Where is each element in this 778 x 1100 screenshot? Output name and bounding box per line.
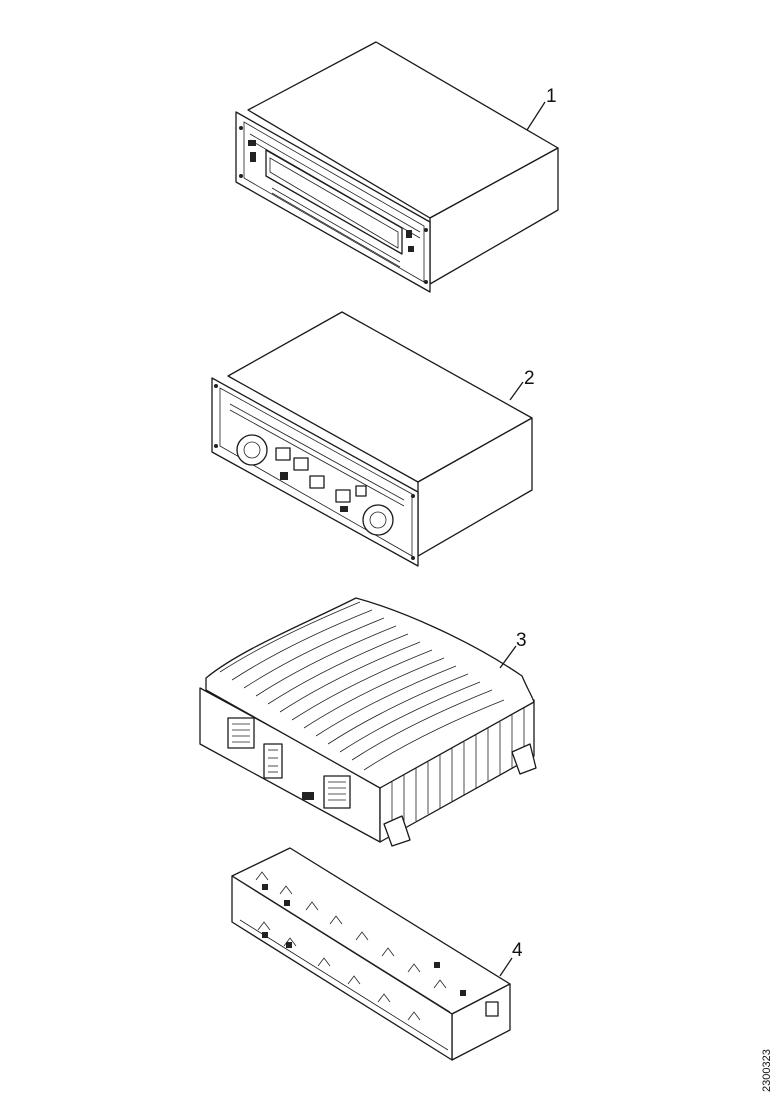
callout-1: 1	[546, 86, 557, 107]
part-4-bracket	[231, 847, 513, 1061]
part-2-control-panel	[211, 311, 533, 567]
callout-4: 4	[512, 940, 523, 961]
callout-2: 2	[524, 368, 535, 389]
part-3-amplifier	[199, 597, 537, 847]
document-id: 2300323	[761, 1049, 773, 1092]
callout-3: 3	[516, 630, 527, 651]
part-1-head-unit	[235, 41, 559, 293]
